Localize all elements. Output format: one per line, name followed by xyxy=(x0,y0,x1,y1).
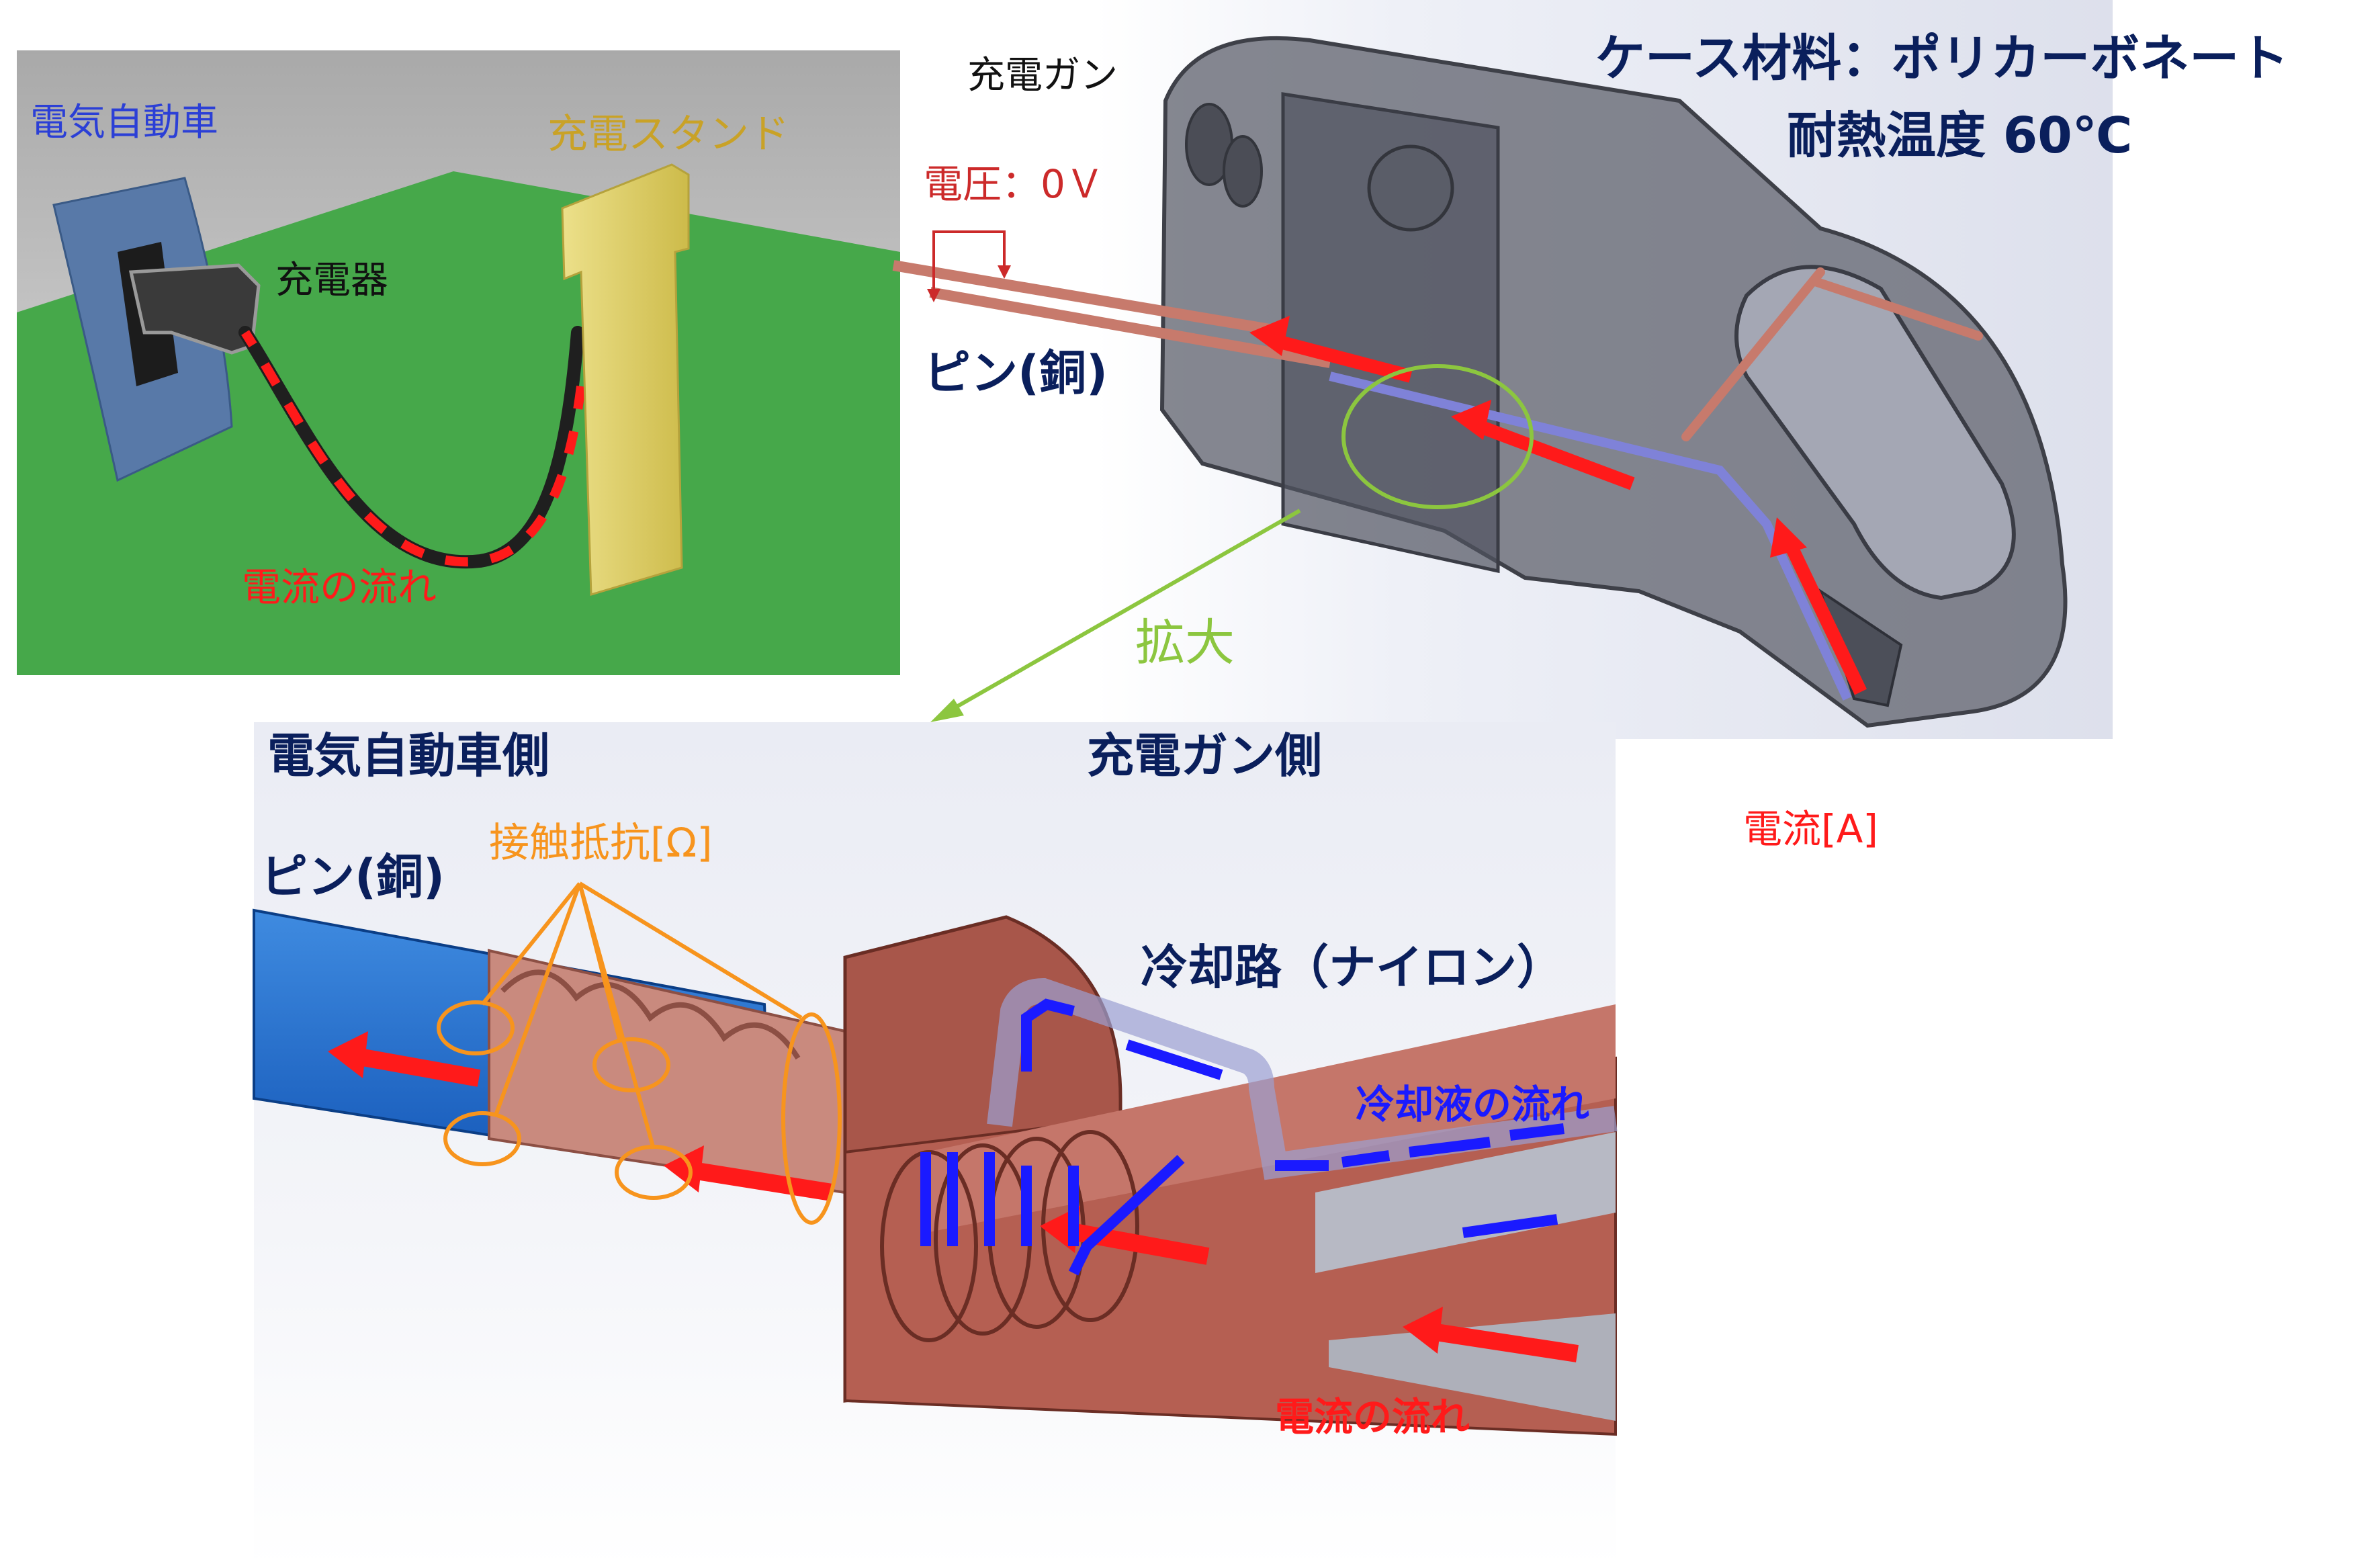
case-material-label: ケース材料：ポリカーボネート xyxy=(1595,30,2289,87)
contact-spiral xyxy=(500,969,801,1060)
zoom-label: 拡大 xyxy=(1135,614,1235,672)
detail-current-arrowhead-2 xyxy=(664,1145,704,1192)
charger-head xyxy=(128,263,261,355)
contact-detail-cutaway xyxy=(253,722,1618,1568)
contact-detail-panel: 電気自動車側 充電ガン側 接触抵抗[Ω] ピン(銅) 冷却路（ナイロン） 冷却液… xyxy=(253,722,1618,1568)
detail-pin-label: ピン(銅) xyxy=(261,849,445,904)
charging-scene-panel: 電気自動車 充電スタンド 充電器 電流の流れ xyxy=(17,50,900,675)
gun-title-label: 充電ガン xyxy=(967,54,1118,97)
detail-current-arrow-3 xyxy=(1058,1221,1210,1265)
current-arrow-1 xyxy=(1268,333,1413,383)
charger-label: 充電器 xyxy=(275,259,388,302)
heat-temp-label: 耐熱温度 60℃ xyxy=(1787,107,2133,165)
charging-stand xyxy=(561,163,690,596)
coolant-flow-arrows xyxy=(920,998,1564,1276)
contact-resistance-markers xyxy=(437,881,842,1225)
ev-side-label: 電気自動車側 xyxy=(267,728,549,783)
coolant-flow-label: 冷却液の流れ xyxy=(1356,1082,1590,1127)
current-arrowhead-3 xyxy=(1770,517,1807,558)
ev-label: 電気自動車 xyxy=(30,101,218,144)
voltage-label: 電圧：0Ｖ xyxy=(924,161,1104,207)
detail-current-arrow-2 xyxy=(682,1160,834,1201)
voltage-bracket-tip-1 xyxy=(927,289,940,302)
stand-label: 充電スタンド xyxy=(547,111,789,158)
voltage-bracket-tip-2 xyxy=(998,265,1011,279)
copper-pin-2 xyxy=(892,260,1271,335)
nylon-cooling-path xyxy=(987,977,1618,1180)
contact-resistance-label: 接触抵抗[Ω] xyxy=(489,820,713,867)
current-arrowhead-2 xyxy=(1451,400,1491,440)
current-arrowhead-1 xyxy=(1249,316,1290,356)
charging-scene-illustration xyxy=(17,50,900,675)
gun-side-label: 充電ガン側 xyxy=(1087,728,1322,783)
pin-lower xyxy=(1812,277,1983,341)
current-arrow-3 xyxy=(1780,534,1867,695)
charging-cable xyxy=(238,326,584,569)
voltage-bracket xyxy=(932,230,1006,289)
detail-current-arrow-1 xyxy=(346,1046,481,1087)
detail-current-arrowhead-4 xyxy=(1403,1307,1443,1354)
current-flow-dashes xyxy=(241,330,586,567)
pin-upper xyxy=(1681,267,1825,441)
cooling-path-label: 冷却路（ナイロン） xyxy=(1141,940,1564,995)
coolant-pipe-grey xyxy=(1315,1132,1616,1273)
pin-inner-conductor xyxy=(1329,372,1852,701)
detail-current-arrow-4 xyxy=(1421,1321,1579,1362)
scene-current-label: 電流の流れ xyxy=(242,564,437,610)
gun-socket-boss xyxy=(1367,144,1454,232)
current-arrow-2 xyxy=(1468,417,1635,490)
charging-gun-panel: 充電ガン 電圧：0Ｖ ピン(銅) ケース材料：ポリカーボネート 耐熱温度 60℃ xyxy=(892,0,2289,739)
gun-front-hole-2 xyxy=(1223,135,1263,208)
detail-current-arrowhead-1 xyxy=(328,1031,368,1078)
gun-pin-label: ピン(銅) xyxy=(924,345,1108,400)
copper-pin-1 xyxy=(929,287,1331,368)
detail-current-label: 電流の流れ xyxy=(1275,1394,1470,1440)
zoom-region-ellipse xyxy=(1341,364,1534,509)
current-unit-label: 電流[A] xyxy=(1743,806,1878,852)
